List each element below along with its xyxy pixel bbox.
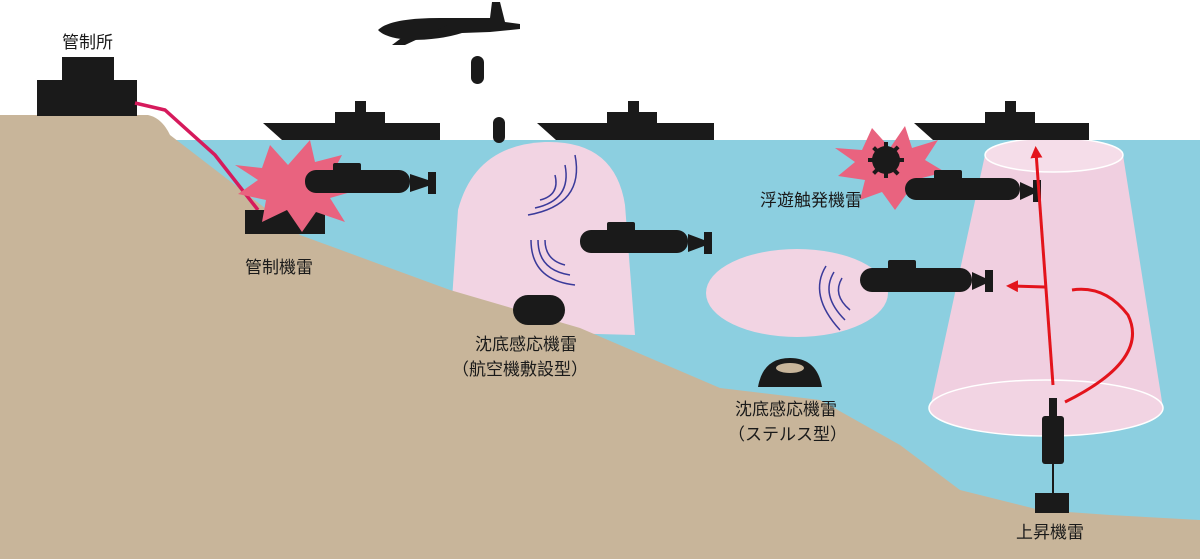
sound-waves-icon	[818, 265, 851, 331]
seabed	[0, 115, 1200, 559]
submarine-icon	[860, 260, 993, 292]
bottom-mine-air-laid-icon	[513, 295, 565, 325]
surface-ship-icon	[537, 101, 714, 140]
falling-mine-icon	[471, 56, 484, 84]
sound-waves-icon	[527, 154, 578, 286]
surface-ship-icon	[263, 101, 440, 140]
label-air-laid-type: （航空機敷設型）	[452, 360, 588, 380]
influence-zone-stealth	[706, 249, 888, 337]
rising-arrow-curve	[1064, 287, 1134, 404]
bottom-mine-stealth-icon	[758, 358, 822, 387]
explosion-icon	[235, 140, 358, 232]
label-bottom-influence-mine-air: 沈底感応機雷	[475, 335, 577, 355]
submarine-icon	[305, 163, 436, 194]
label-control-station: 管制所	[62, 33, 113, 53]
influence-zone-air-laid	[450, 141, 635, 335]
floating-mine-icon	[868, 142, 904, 178]
label-floating-contact-mine: 浮遊触発機雷	[760, 191, 862, 211]
aircraft-icon	[378, 2, 520, 45]
submarine-icon	[580, 222, 712, 254]
falling-mine-icon	[493, 117, 505, 143]
control-cable	[134, 101, 260, 212]
rising-arrow-left	[1006, 280, 1046, 293]
label-bottom-influence-mine-stealth: 沈底感応機雷	[735, 400, 837, 420]
rising-mine-icon	[1035, 398, 1069, 513]
label-rising-mine: 上昇機雷	[1016, 523, 1084, 543]
submarine-icon	[905, 170, 1041, 202]
rising-arrow-up	[1030, 146, 1055, 386]
label-stealth-type: （ステルス型）	[728, 425, 847, 445]
control-station-icon	[37, 57, 137, 116]
surface-ship-icon	[914, 101, 1089, 140]
label-controlled-mine: 管制機雷	[245, 258, 313, 278]
